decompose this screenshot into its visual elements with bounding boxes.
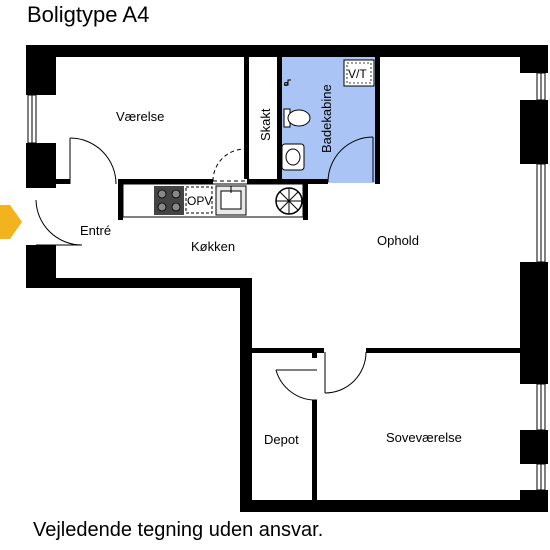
outer-walls: [26, 45, 548, 512]
room-label-kokken: Køkken: [191, 239, 235, 254]
tap-icon: [284, 79, 291, 86]
room-label-ophold: Ophold: [377, 233, 419, 248]
room-label-opv: OPV: [187, 194, 212, 208]
sink-icon: [215, 185, 247, 216]
disclaimer-text: Vejledende tegning uden ansvar.: [33, 519, 324, 541]
washbasin-icon: [281, 143, 305, 171]
room-label-sovevaerelse: Soveværelse: [386, 430, 462, 445]
vt-box: [343, 59, 375, 87]
toilet-icon: [283, 108, 311, 128]
windows: [27, 72, 546, 491]
room-label-skakt: Skakt: [258, 108, 273, 141]
room-label-entre: Entré: [80, 223, 111, 238]
fan-icon: [275, 187, 303, 215]
plan-title: Boligtype A4: [27, 2, 150, 27]
interior-walls: [56, 57, 521, 502]
entrance-arrow-icon: [0, 205, 22, 239]
room-label-vt: V/T: [348, 67, 367, 81]
kitchen-counter: [122, 183, 304, 218]
room-label-badekabine: Badekabine: [319, 84, 334, 153]
doors: [35, 136, 374, 401]
room-label-depot: Depot: [264, 432, 299, 447]
stove-icon: [154, 186, 184, 215]
room-label-vaerelse: Værelse: [116, 109, 164, 124]
